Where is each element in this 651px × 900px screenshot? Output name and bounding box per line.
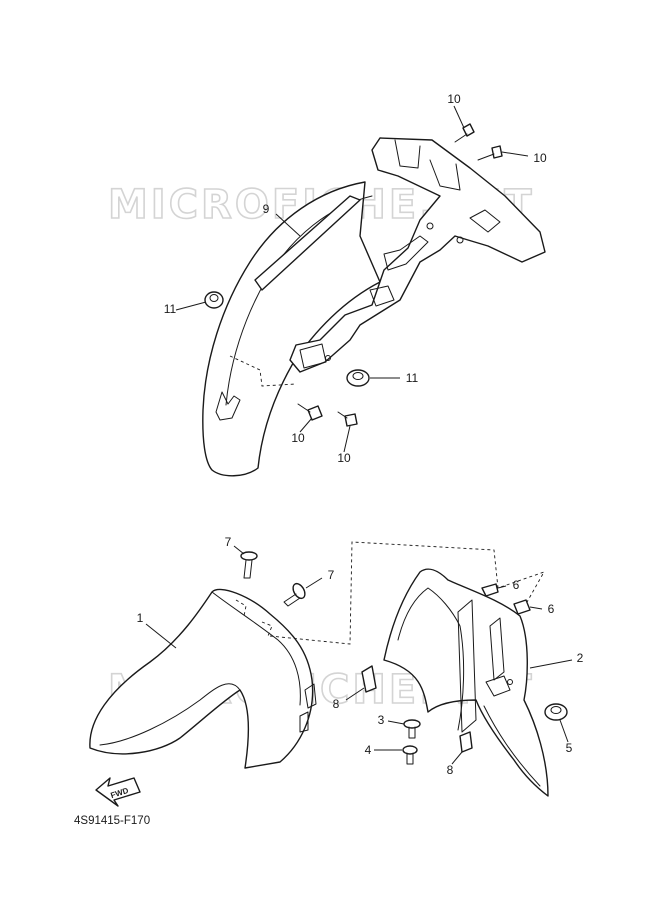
screw-7-right bbox=[283, 582, 306, 607]
screw-4 bbox=[402, 745, 418, 765]
connection-dash bbox=[269, 541, 545, 645]
inner-fender-shell bbox=[383, 568, 549, 797]
inner-fender-tail bbox=[483, 705, 541, 787]
bracket-detail-4 bbox=[383, 235, 429, 271]
callout-6-upper: 6 bbox=[513, 578, 520, 592]
fwd-arrow-icon: FWD bbox=[95, 777, 141, 807]
callout-11-right: 11 bbox=[406, 371, 419, 385]
clip-6-left bbox=[481, 583, 499, 597]
inner-fender-detail bbox=[485, 675, 511, 697]
bracket-hole-1 bbox=[456, 236, 464, 244]
callout-10-bottom-left: 10 bbox=[291, 431, 305, 445]
pad-8-left bbox=[361, 665, 377, 693]
inner-fender bbox=[383, 568, 549, 797]
leader-10b bbox=[501, 151, 529, 157]
clip-6-right bbox=[513, 599, 531, 615]
reference-code: 4S91415-F170 bbox=[74, 815, 150, 827]
leader-6b bbox=[529, 606, 543, 610]
leader-10a bbox=[453, 105, 465, 129]
inner-fender-hole bbox=[507, 679, 513, 685]
leader-11a bbox=[175, 301, 207, 311]
front-fender bbox=[89, 588, 317, 769]
callout-1: 1 bbox=[137, 611, 144, 625]
pad-8-bottom bbox=[459, 731, 473, 753]
inner-fender-strut bbox=[457, 599, 477, 733]
callout-11-left: 11 bbox=[164, 302, 177, 316]
bracket-detail-6 bbox=[299, 343, 327, 369]
callout-5: 5 bbox=[566, 741, 573, 755]
callout-10-top: 10 bbox=[447, 92, 461, 106]
callout-4: 4 bbox=[365, 743, 372, 757]
front-fender-dash-1 bbox=[235, 599, 247, 617]
grommet-11-left bbox=[204, 291, 224, 309]
bracket-hole-3 bbox=[325, 355, 331, 361]
rear-fender-side-rail bbox=[254, 195, 361, 291]
front-fender-tab-1 bbox=[304, 683, 317, 709]
leader-7a bbox=[233, 545, 245, 555]
alignment-dash-rear bbox=[229, 355, 297, 387]
callout-10-bottom-right: 10 bbox=[337, 451, 351, 465]
bracket-detail-1 bbox=[394, 139, 421, 169]
front-fender-shell bbox=[89, 588, 314, 769]
bracket-hole-2 bbox=[426, 222, 434, 230]
front-fender-inner-edge bbox=[211, 591, 301, 706]
leader-10c bbox=[299, 417, 313, 433]
screw-7-upper bbox=[240, 551, 258, 579]
callout-7-upper: 7 bbox=[225, 535, 232, 549]
leader-1 bbox=[145, 623, 177, 649]
leader-8a bbox=[345, 687, 365, 701]
leader-7b bbox=[305, 577, 323, 589]
front-fender-tab-2 bbox=[299, 711, 309, 733]
leader-8b bbox=[451, 751, 463, 765]
inner-fender-inner-edge bbox=[397, 587, 465, 731]
callout-8-left: 8 bbox=[333, 697, 340, 711]
leader-3 bbox=[387, 720, 405, 725]
leader-6a bbox=[497, 585, 507, 589]
bracket-detail-2 bbox=[429, 159, 461, 191]
bolt-10-right bbox=[477, 145, 503, 161]
bolt-10-bottom-right bbox=[337, 411, 358, 427]
leader-2 bbox=[529, 659, 573, 669]
bolt-10-bottom-left bbox=[297, 403, 323, 421]
callout-3: 3 bbox=[378, 713, 385, 727]
callout-9: 9 bbox=[263, 202, 270, 216]
bolt-3 bbox=[403, 719, 421, 739]
bracket-detail-5 bbox=[369, 285, 395, 307]
rear-fender-tab bbox=[215, 391, 241, 421]
leader-10d bbox=[343, 425, 351, 453]
bracket-detail-3 bbox=[469, 209, 501, 233]
rear-fender-assembly bbox=[202, 137, 546, 477]
inner-fender-rib bbox=[489, 617, 505, 681]
front-fender-ridge bbox=[99, 683, 241, 746]
callout-10-right: 10 bbox=[533, 151, 547, 165]
callout-6-lower: 6 bbox=[548, 602, 555, 616]
callout-8-bottom: 8 bbox=[447, 763, 454, 777]
grommet-5 bbox=[544, 703, 568, 721]
grommet-11-right bbox=[346, 369, 370, 387]
leader-9 bbox=[275, 213, 301, 237]
bolt-10-top bbox=[454, 123, 475, 143]
leader-5 bbox=[559, 719, 569, 743]
callout-2: 2 bbox=[577, 651, 584, 665]
callout-7-right: 7 bbox=[328, 568, 335, 582]
